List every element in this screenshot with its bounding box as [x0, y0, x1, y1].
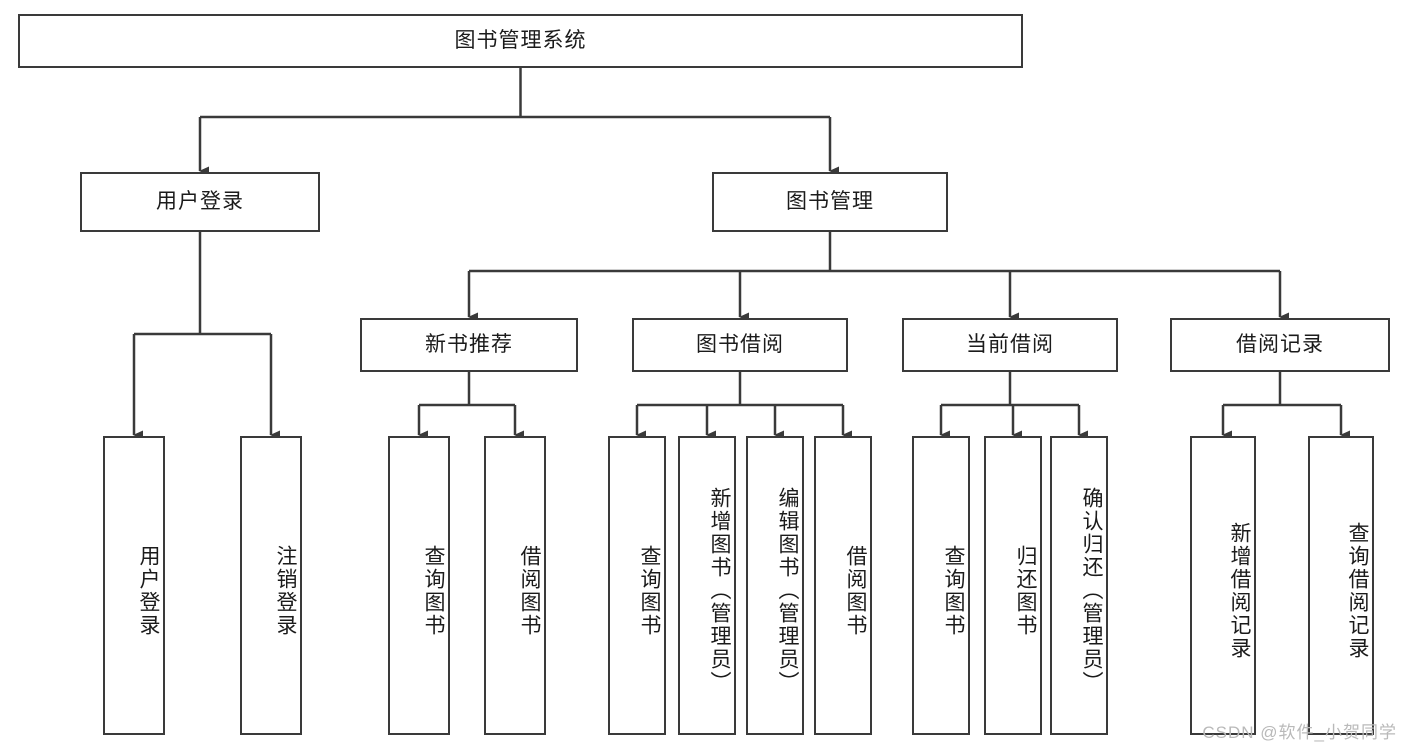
- node-root[interactable]: 图书管理系统: [18, 14, 1023, 68]
- node-borrow[interactable]: 图书借阅: [632, 318, 848, 372]
- node-newbook[interactable]: 新书推荐: [360, 318, 578, 372]
- node-label: 注销登录: [274, 544, 297, 637]
- node-label: 借阅记录: [1236, 333, 1324, 357]
- node-label: 图书管理: [786, 190, 874, 214]
- node-label: 当前借阅: [966, 333, 1054, 357]
- node-label: 确认归还（管理员）: [1080, 487, 1103, 694]
- node-leaf-cur-return[interactable]: 归还图书: [984, 436, 1042, 735]
- node-label: 查询图书: [638, 544, 661, 637]
- node-bookmgmt[interactable]: 图书管理: [712, 172, 948, 232]
- watermark-csdn: CSDN @软件_小贺同学: [1202, 723, 1397, 742]
- node-label: 归还图书: [1014, 544, 1037, 637]
- node-label: 用户登录: [137, 544, 160, 637]
- node-leaf-cur-query[interactable]: 查询图书: [912, 436, 970, 735]
- node-label: 查询借阅记录: [1346, 521, 1369, 660]
- node-leaf-nb-borrow[interactable]: 借阅图书: [484, 436, 546, 735]
- node-label: 用户登录: [156, 190, 244, 214]
- node-label: 查询图书: [422, 544, 445, 637]
- node-leaf-bk-query[interactable]: 查询图书: [608, 436, 666, 735]
- node-label: 查询图书: [942, 544, 965, 637]
- node-leaf-user-login[interactable]: 用户登录: [103, 436, 165, 735]
- node-label: 图书借阅: [696, 333, 784, 357]
- node-current[interactable]: 当前借阅: [902, 318, 1118, 372]
- node-label: 新增图书（管理员）: [708, 487, 731, 694]
- node-leaf-cur-confirm[interactable]: 确认归还（管理员）: [1050, 436, 1108, 735]
- node-label: 借阅图书: [518, 544, 541, 637]
- node-leaf-rec-query[interactable]: 查询借阅记录: [1308, 436, 1374, 735]
- node-leaf-nb-query[interactable]: 查询图书: [388, 436, 450, 735]
- node-label: 图书管理系统: [454, 29, 587, 53]
- node-leaf-user-logout[interactable]: 注销登录: [240, 436, 302, 735]
- node-leaf-bk-borrow[interactable]: 借阅图书: [814, 436, 872, 735]
- node-records[interactable]: 借阅记录: [1170, 318, 1390, 372]
- node-label: 借阅图书: [844, 544, 867, 637]
- node-leaf-rec-add[interactable]: 新增借阅记录: [1190, 436, 1256, 735]
- node-login[interactable]: 用户登录: [80, 172, 320, 232]
- node-leaf-bk-add[interactable]: 新增图书（管理员）: [678, 436, 736, 735]
- node-leaf-bk-edit[interactable]: 编辑图书（管理员）: [746, 436, 804, 735]
- node-label: 新书推荐: [425, 333, 513, 357]
- node-label: 编辑图书（管理员）: [776, 487, 799, 694]
- node-label: 新增借阅记录: [1228, 521, 1251, 660]
